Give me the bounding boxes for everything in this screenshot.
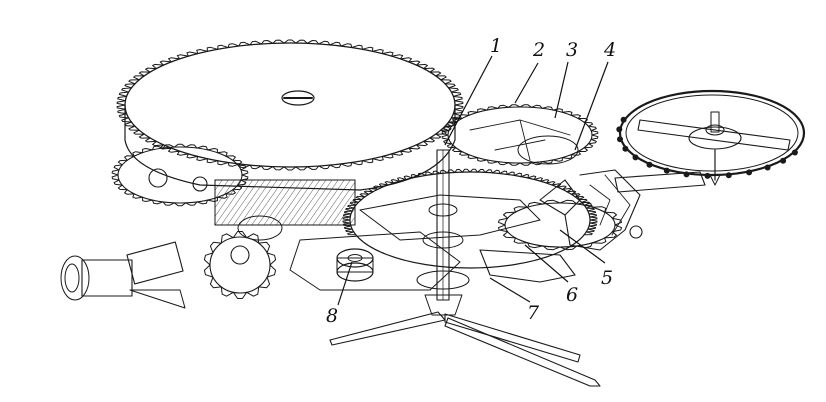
watch-hands: [329, 311, 601, 387]
callout-3: 3: [566, 39, 578, 61]
minute-wheel: [336, 248, 374, 282]
winding-pinions: [203, 215, 283, 299]
balance-wheel: [616, 89, 806, 186]
third-and-fourth-wheels: [441, 104, 599, 166]
balance-screw: [663, 167, 670, 174]
balance-screw: [780, 157, 787, 164]
central-arbor: [416, 149, 470, 316]
balance-screw: [791, 149, 798, 156]
callout-4: 4: [603, 39, 616, 61]
callout-5: 5: [601, 267, 613, 289]
callout-8: 8: [326, 305, 338, 327]
balance-screw: [632, 154, 639, 161]
callout-7: 7: [527, 302, 540, 324]
callout-2: 2: [532, 39, 545, 61]
callout-6: 6: [566, 284, 578, 306]
balance-screw: [616, 126, 623, 133]
balance-screw: [617, 136, 623, 143]
barrel-screw-icon: [281, 90, 315, 106]
callout-leaders: [337, 55, 609, 306]
balance-screw: [746, 169, 753, 176]
callout-labels: 1 2 3 4 5 6 7 8: [326, 35, 616, 327]
balance-screw: [683, 171, 690, 178]
balance-screw: [622, 145, 629, 152]
balance-screw: [646, 161, 653, 168]
balance-screw: [620, 116, 627, 123]
escape-wheel-and-lever: [479, 169, 641, 283]
balance-staff-icon: [688, 111, 742, 186]
balance-screws: [616, 116, 798, 179]
lower-gear-train: [111, 143, 249, 207]
pallet-lever: [614, 171, 706, 239]
barrel-wheel: [116, 39, 464, 226]
balance-screw: [725, 172, 732, 179]
balance-screw: [704, 172, 711, 179]
callout-1: 1: [490, 35, 502, 57]
balance-screw: [764, 164, 771, 171]
winding-stem: [60, 241, 186, 309]
